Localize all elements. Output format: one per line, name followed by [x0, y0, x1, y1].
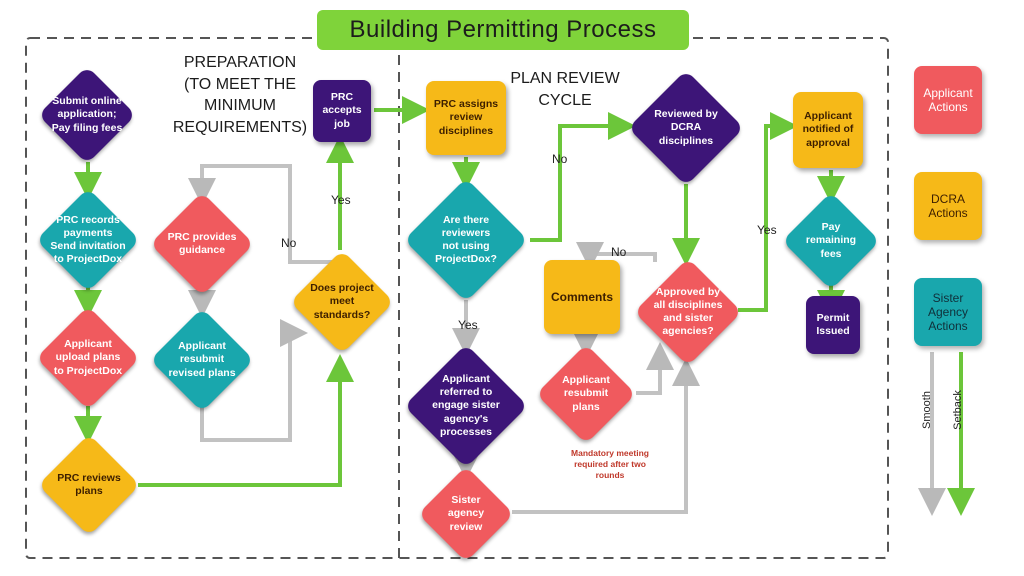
- node-reviewers-not-using-projectdox: Are there reviewers not using ProjectDox…: [404, 178, 528, 302]
- edge-label-no-dcra: No: [552, 152, 568, 166]
- legend-sister-agency-actions: Sister Agency Actions: [914, 278, 982, 346]
- legend-smooth-label: Smooth: [920, 391, 933, 429]
- edge-label-yes-notified: Yes: [757, 223, 777, 237]
- edge-reviews-standards: [138, 354, 354, 487]
- legend-dcra-actions: DCRA Actions: [914, 172, 982, 240]
- mandatory-meeting-note: Mandatory meeting required after two rou…: [571, 448, 649, 481]
- node-reviewed-by-dcra: Reviewed by DCRA disciplines: [628, 70, 744, 186]
- edge-label-no-guidance: No: [281, 236, 297, 250]
- node-sister-agency-review: Sister agency review: [418, 466, 514, 562]
- plan-review-title: PLAN REVIEW CYCLE: [510, 70, 620, 109]
- node-applicant-upload-plans: Applicant upload plans to ProjectDox: [36, 306, 140, 410]
- node-permit-issued: Permit Issued: [806, 296, 860, 354]
- node-prc-accepts-job: PRC accepts job: [313, 80, 371, 142]
- node-pay-remaining-fees: Pay remaining fees: [782, 192, 880, 290]
- node-comments: Comments: [544, 260, 620, 334]
- node-prc-records-payments: PRC records payments Send invitation to …: [36, 188, 140, 292]
- node-meet-standards-decision: Does project meet standards?: [290, 250, 394, 354]
- edge-standards-guidance: [188, 164, 338, 264]
- legend-applicant-actions: Applicant Actions: [914, 66, 982, 134]
- page-title: Building Permitting Process: [317, 10, 689, 50]
- edge-reviewers-dcra: [530, 112, 636, 242]
- edge-label-no-comments: No: [611, 245, 627, 259]
- edge-approved-notified: [738, 112, 798, 312]
- edge-resubmit-standards: [200, 319, 308, 442]
- node-prc-provides-guidance: PRC provides guidance: [150, 192, 254, 296]
- node-applicant-resubmit-revised: Applicant resubmit revised plans: [150, 308, 254, 412]
- preparation-title: PREPARATION (TO MEET THE MINIMUM REQUIRE…: [172, 54, 308, 136]
- legend-setback-label: Setback: [951, 390, 964, 430]
- node-submit-application: Submit online application; Pay filing fe…: [38, 66, 136, 164]
- node-prc-assigns-disciplines: PRC assigns review disciplines: [426, 81, 506, 155]
- edge-label-yes-accept: Yes: [331, 193, 351, 207]
- edge-approved-comments: [576, 242, 657, 270]
- node-prc-reviews-plans: PRC reviews plans: [38, 434, 140, 536]
- node-applicant-referred-sister: Applicant referred to engage sister agen…: [404, 344, 528, 468]
- edge-label-yes-sister: Yes: [458, 318, 478, 332]
- node-applicant-resubmit-plans: Applicant resubmit plans: [536, 344, 636, 444]
- node-approved-decision: Approved by all disciplines and sister a…: [634, 258, 742, 366]
- edge-sister-approved: [512, 358, 700, 514]
- node-applicant-notified: Applicant notified of approval: [793, 92, 863, 168]
- edge-resubmit-approved: [636, 342, 674, 395]
